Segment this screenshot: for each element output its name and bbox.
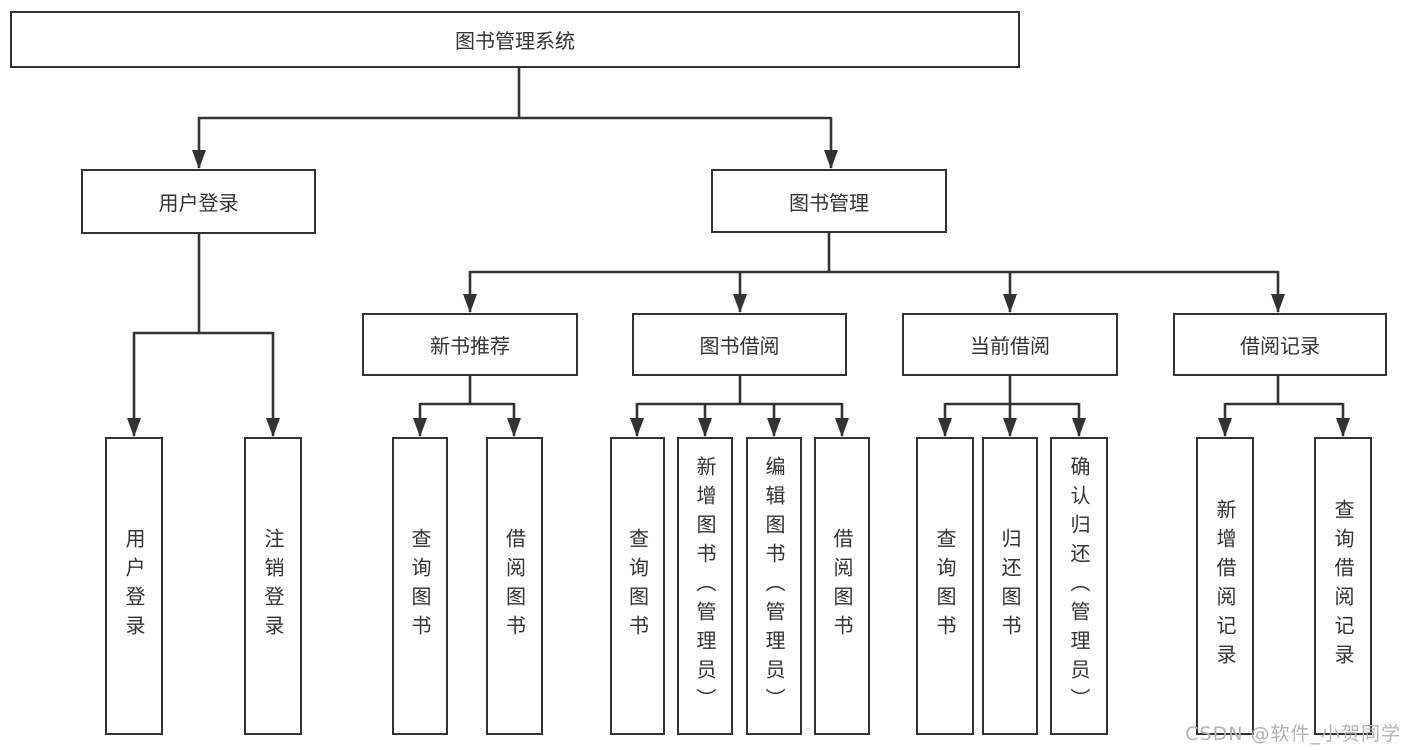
leaf-borrow-books-recommend: 借阅图书 — [486, 437, 543, 735]
leaf-query-books-recommend: 查询图书 — [392, 437, 448, 735]
edges-user-login-to-leaves — [127, 234, 280, 437]
node-library-system: 图书管理系统 — [10, 11, 1020, 68]
node-current-borrowing: 当前借阅 — [902, 313, 1118, 376]
node-new-book-recommend: 新书推荐 — [362, 313, 578, 376]
leaf-add-books-admin: 新增图书（管理员） — [677, 437, 733, 735]
edges-new-book-to-leaves — [413, 376, 521, 437]
node-book-management: 图书管理 — [711, 169, 947, 233]
node-book-borrowing: 图书借阅 — [632, 313, 847, 376]
csdn-watermark: CSDN @软件_小贺同学 — [1185, 723, 1401, 745]
leaf-edit-books-admin: 编辑图书（管理员） — [746, 437, 802, 735]
leaf-return-books: 归还图书 — [982, 437, 1038, 735]
edges-current-borrowing-to-leaves — [938, 376, 1086, 437]
leaf-query-borrow-record: 查询借阅记录 — [1314, 437, 1372, 735]
leaf-add-borrow-record: 新增借阅记录 — [1196, 437, 1254, 735]
leaf-query-books-current: 查询图书 — [916, 437, 974, 735]
edges-book-management-to-level3 — [463, 233, 1285, 313]
leaf-logout: 注销登录 — [244, 437, 302, 735]
leaf-borrow-books: 借阅图书 — [814, 437, 870, 735]
leaf-user-login: 用户登录 — [105, 437, 163, 735]
edges-borrow-records-to-leaves — [1218, 376, 1350, 437]
edges-book-borrowing-to-leaves — [630, 376, 849, 437]
leaf-confirm-return-admin: 确认归还（管理员） — [1050, 437, 1108, 735]
node-user-login: 用户登录 — [81, 169, 316, 234]
leaf-query-books-borrowing: 查询图书 — [610, 437, 665, 735]
edges-root-to-level2 — [192, 68, 838, 169]
node-borrow-records: 借阅记录 — [1173, 313, 1387, 376]
